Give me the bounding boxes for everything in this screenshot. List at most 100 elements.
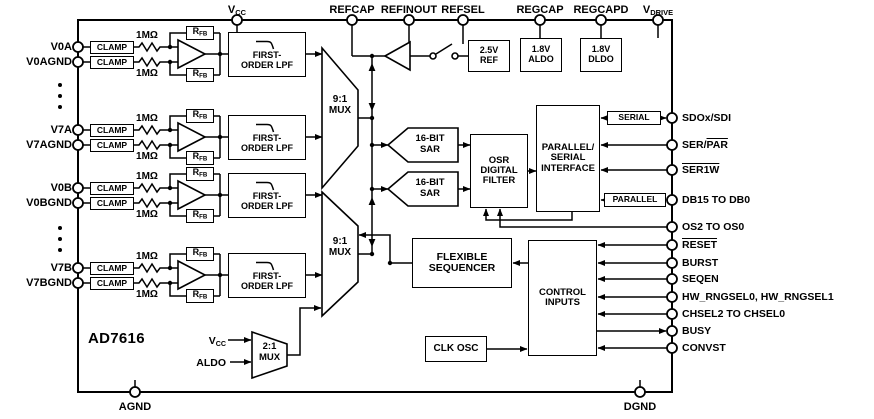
pin-label-v7agnd: V7AGND — [26, 139, 72, 151]
parallel-serial-interface-block: PARALLEL/ SERIAL INTERFACE — [536, 105, 600, 212]
clamp-box-v0bgnd: CLAMP — [90, 197, 134, 210]
pin-label-ser1w: SER1W — [682, 164, 720, 176]
block-shapes — [177, 38, 459, 380]
clamp-box-v0agnd: CLAMP — [90, 56, 134, 69]
refsel-switch-lever — [435, 43, 453, 55]
pin-v0a — [72, 41, 84, 53]
amp-b0-triangle — [177, 179, 207, 211]
pin-dgnd — [634, 386, 646, 398]
amp-b7-triangle — [177, 259, 207, 291]
pin-refcap — [346, 14, 358, 26]
serial-bus-label: SERIAL — [607, 111, 661, 125]
pin-label-hw-rngsel: HW_RNGSEL0, HW_RNGSEL1 — [682, 291, 834, 303]
clamp-box-v7bgnd: CLAMP — [90, 277, 134, 290]
amp-a0-triangle — [177, 38, 207, 70]
lpf-curve-icon — [256, 262, 275, 271]
pin-label-refinout: REFINOUT — [380, 4, 438, 16]
pin-v7b — [72, 262, 84, 274]
pin-vdrive — [652, 14, 664, 26]
pin-os2-os0 — [666, 221, 678, 233]
pin-label-v7bgnd: V7BGND — [26, 277, 72, 289]
pin-label-db15-db0: DB15 TO DB0 — [682, 194, 751, 206]
resistor-1m-label: 1MΩ — [136, 30, 158, 41]
pin-label-vcc: VCC — [227, 4, 247, 17]
pin-label-ser-par: SER/PAR — [682, 139, 728, 151]
pin-regcap — [534, 14, 546, 26]
clk-osc-block: CLK OSC — [425, 336, 487, 362]
ref-buffer-triangle — [383, 40, 411, 72]
resistor-1m-label: 1MΩ — [136, 151, 158, 162]
amp-a7-triangle — [177, 121, 207, 153]
parallel-bus-label: PARALLEL — [604, 193, 666, 207]
pin-label-refcap: REFCAP — [329, 4, 375, 16]
clamp-box-v7b: CLAMP — [90, 262, 134, 275]
pin-regcapd — [595, 14, 607, 26]
pin-refinout — [403, 14, 415, 26]
bus-arrowheads — [368, 63, 376, 247]
pin-label-vdrive: VDRIVE — [642, 4, 674, 17]
rfb-box: RFB — [186, 26, 214, 40]
channel-ellipsis-dots — [58, 83, 62, 252]
rfb-box: RFB — [186, 289, 214, 303]
clamp-box-v0b: CLAMP — [90, 182, 134, 195]
rfb-box: RFB — [186, 109, 214, 123]
pin-label-v7b: V7B — [50, 262, 72, 274]
pin-sdox-sdi — [666, 112, 678, 124]
pin-ser1w — [666, 164, 678, 176]
pin-label-regcapd: REGCAPD — [573, 4, 629, 16]
pin-label-seqen: SEQEN — [682, 273, 719, 285]
pin-label-refsel: REFSEL — [441, 4, 485, 16]
rfb-box: RFB — [186, 247, 214, 261]
pin-label-v7a: V7A — [50, 124, 72, 136]
pin-v0agnd — [72, 56, 84, 68]
pin-busy — [666, 325, 678, 337]
pin-ser-par — [666, 139, 678, 151]
pin-seqen — [666, 273, 678, 285]
pin-v0bgnd — [72, 197, 84, 209]
aldo-internal-label: ALDO — [196, 357, 226, 369]
clamp-box-v7agnd: CLAMP — [90, 139, 134, 152]
chip-name-label: AD7616 — [88, 330, 145, 347]
pin-label-v0b: V0B — [50, 182, 72, 194]
pin-burst — [666, 257, 678, 269]
pin-v0b — [72, 182, 84, 194]
lpf-block-b0: FIRST-ORDER LPF — [228, 173, 306, 218]
resistor-1m-label: 1MΩ — [136, 171, 158, 182]
rfb-box: RFB — [186, 68, 214, 82]
pin-label-regcap: REGCAP — [516, 4, 564, 16]
pin-v7a — [72, 124, 84, 136]
pin-label-chsel: CHSEL2 TO CHSEL0 — [682, 308, 786, 320]
pin-refsel — [457, 14, 469, 26]
lpf-block-a7: FIRST-ORDER LPF — [228, 115, 306, 160]
pin-db15-db0 — [666, 194, 678, 206]
pin-label-v0a: V0A — [50, 41, 72, 53]
pin-chsel — [666, 308, 678, 320]
pin-label-dgnd: DGND — [623, 401, 657, 413]
refsel-switch-contact-left — [429, 52, 437, 60]
pin-label-burst: BURST — [682, 257, 719, 269]
pin-convst — [666, 342, 678, 354]
clamp-box-v7a: CLAMP — [90, 124, 134, 137]
pin-label-os2-os0: OS2 TO OS0 — [682, 221, 745, 233]
vcc-internal-label: VCC — [208, 335, 226, 348]
channel-wires — [83, 32, 323, 297]
pin-vcc — [231, 14, 243, 26]
pin-agnd — [129, 386, 141, 398]
lpf-block-a0: FIRST-ORDER LPF — [228, 32, 306, 77]
resistor-1m-label: 1MΩ — [136, 113, 158, 124]
mux-a-shape — [321, 45, 359, 191]
lpf-curve-icon — [256, 182, 275, 191]
refsel-switch-contact-right — [451, 52, 459, 60]
rfb-box: RFB — [186, 167, 214, 181]
rfb-box: RFB — [186, 209, 214, 223]
lpf-curve-icon — [256, 124, 275, 133]
pin-label-agnd: AGND — [118, 401, 152, 413]
rfb-box: RFB — [186, 151, 214, 165]
pin-v7agnd — [72, 139, 84, 151]
